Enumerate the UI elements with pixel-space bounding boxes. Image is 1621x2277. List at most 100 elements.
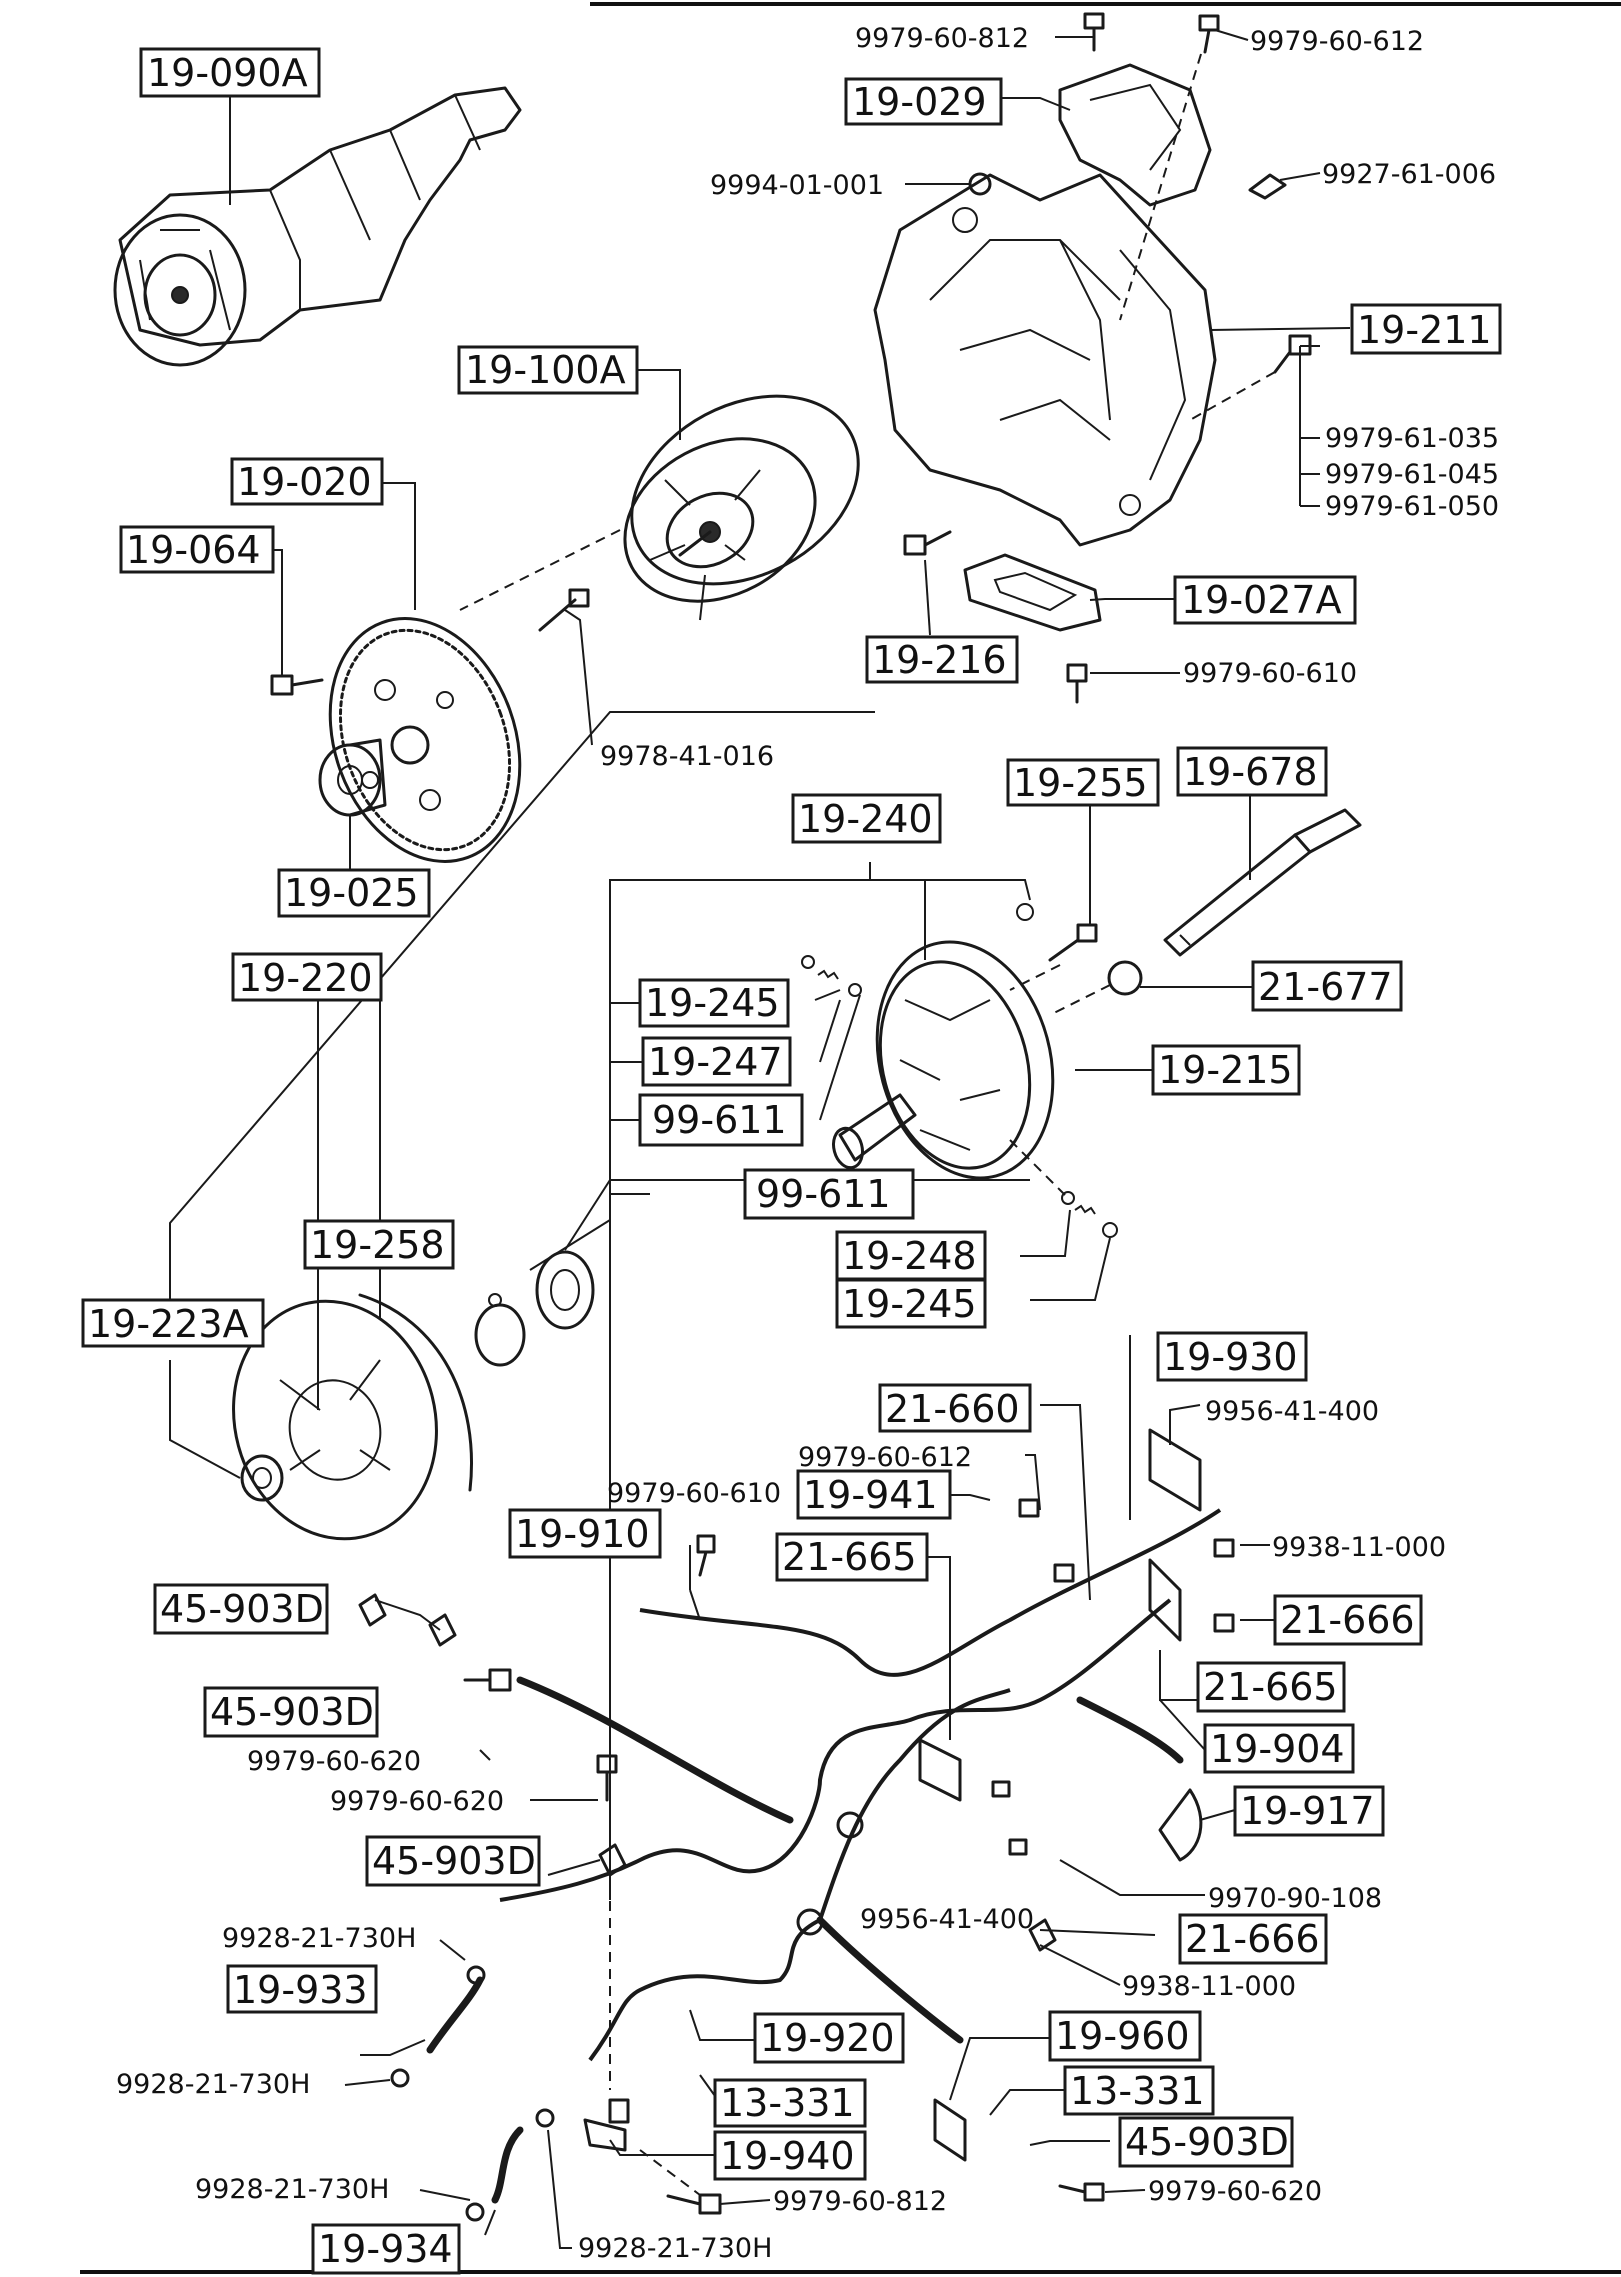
svg-text:19-223A: 19-223A bbox=[88, 1302, 249, 1346]
housing-bolt-drawing bbox=[1273, 334, 1312, 374]
ref-19-245-upper: 19-245 bbox=[638, 978, 790, 1028]
svg-text:19-258: 19-258 bbox=[310, 1223, 445, 1267]
svg-text:21-666: 21-666 bbox=[1280, 1598, 1415, 1642]
svg-text:19-255: 19-255 bbox=[1013, 761, 1148, 805]
svg-text:21-665: 21-665 bbox=[1203, 1665, 1338, 1709]
ref-19-090A: 19-090A bbox=[139, 47, 321, 98]
pn-9979-60-620-b: 9979-60-620 bbox=[330, 1786, 504, 1817]
ref-19-240: 19-240 bbox=[791, 793, 942, 844]
svg-text:19-930: 19-930 bbox=[1163, 1335, 1298, 1379]
svg-text:99-611: 99-611 bbox=[652, 1098, 787, 1142]
bolt-19-064-drawing bbox=[270, 674, 324, 696]
svg-text:19-960: 19-960 bbox=[1055, 2014, 1190, 2058]
pn-9970-90-108: 9970-90-108 bbox=[1208, 1883, 1382, 1914]
ref-19-020: 19-020 bbox=[230, 457, 384, 506]
svg-text:21-660: 21-660 bbox=[885, 1387, 1020, 1431]
ref-21-666-lower: 21-666 bbox=[1178, 1913, 1328, 1965]
cooler-lines-drawing bbox=[499, 1508, 1222, 2062]
pn-9979-60-612-mid: 9979-60-612 bbox=[798, 1442, 972, 1473]
ref-19-215: 19-215 bbox=[1151, 1044, 1301, 1096]
ref-19-917: 19-917 bbox=[1233, 1785, 1385, 1837]
ref-21-665-left: 21-665 bbox=[775, 1532, 929, 1582]
pn-9979-60-812-top: 9979-60-812 bbox=[855, 23, 1029, 54]
ref-19-678: 19-678 bbox=[1176, 746, 1328, 797]
pn-9979-60-612-top: 9979-60-612 bbox=[1250, 26, 1424, 57]
svg-text:19-245: 19-245 bbox=[645, 981, 780, 1025]
ref-19-940: 19-940 bbox=[713, 2130, 867, 2181]
top-bolts-drawing bbox=[1083, 12, 1220, 54]
ref-19-216: 19-216 bbox=[865, 635, 1019, 684]
svg-text:19-216: 19-216 bbox=[872, 638, 1007, 682]
svg-text:19-064: 19-064 bbox=[126, 528, 261, 572]
svg-text:19-920: 19-920 bbox=[760, 2016, 895, 2060]
bolt-9979-60-610-drawing bbox=[1066, 663, 1088, 704]
ref-45-903D-b: 45-903D bbox=[203, 1686, 379, 1738]
reference-labels: 19-090A 19-029 19-211 19-100A 19-020 19-… bbox=[81, 47, 1502, 2275]
svg-text:13-331: 13-331 bbox=[1070, 2069, 1205, 2113]
ref-19-211: 19-211 bbox=[1350, 303, 1502, 355]
svg-text:19-917: 19-917 bbox=[1240, 1789, 1375, 1833]
svg-text:99-611: 99-611 bbox=[756, 1172, 891, 1216]
pn-9928-21-730H-c: 9928-21-730H bbox=[195, 2174, 389, 2205]
pn-9979-60-620-a: 9979-60-620 bbox=[247, 1746, 421, 1777]
ref-45-903D-d: 45-903D bbox=[1118, 2116, 1294, 2168]
pump-body-19-220-drawing bbox=[232, 1293, 473, 1541]
svg-text:19-248: 19-248 bbox=[842, 1234, 977, 1278]
ref-19-025: 19-025 bbox=[277, 868, 431, 918]
pn-9938-11-000-right: 9938-11-000 bbox=[1272, 1532, 1446, 1563]
brackets-drawing bbox=[358, 1428, 1203, 2162]
ref-19-100A: 19-100A bbox=[457, 345, 639, 395]
svg-text:19-240: 19-240 bbox=[798, 797, 933, 841]
svg-text:19-029: 19-029 bbox=[852, 80, 987, 124]
cover-19-029-drawing bbox=[1058, 63, 1212, 207]
ref-19-247: 19-247 bbox=[641, 1036, 792, 1087]
ref-21-677: 21-677 bbox=[1251, 960, 1403, 1012]
svg-text:21-666: 21-666 bbox=[1185, 1917, 1320, 1961]
ref-99-611-upper: 99-611 bbox=[638, 1093, 804, 1147]
svg-text:19-020: 19-020 bbox=[237, 460, 372, 504]
svg-text:19-245: 19-245 bbox=[842, 1282, 977, 1326]
gasket-19-027A-drawing bbox=[963, 553, 1102, 632]
svg-text:21-665: 21-665 bbox=[782, 1535, 917, 1579]
svg-text:45-903D: 45-903D bbox=[1125, 2120, 1289, 2164]
ref-19-960: 19-960 bbox=[1048, 2010, 1202, 2062]
svg-text:19-904: 19-904 bbox=[1210, 1727, 1345, 1771]
ref-19-933: 19-933 bbox=[226, 1964, 378, 2014]
transmission-assembly-drawing bbox=[113, 86, 522, 367]
svg-text:19-090A: 19-090A bbox=[147, 51, 308, 95]
svg-text:45-903D: 45-903D bbox=[372, 1839, 536, 1883]
svg-text:19-941: 19-941 bbox=[803, 1473, 938, 1517]
ref-19-904: 19-904 bbox=[1203, 1723, 1355, 1774]
seal-19-223A-drawing bbox=[240, 1454, 284, 1502]
svg-text:19-100A: 19-100A bbox=[465, 348, 626, 392]
svg-text:19-678: 19-678 bbox=[1183, 750, 1318, 794]
pn-9979-61-050: 9979-61-050 bbox=[1325, 491, 1499, 522]
pn-9956-41-400-lower: 9956-41-400 bbox=[860, 1904, 1034, 1935]
snap-ring-21-677-drawing bbox=[1107, 960, 1143, 996]
pn-9927-61-006: 9927-61-006 bbox=[1322, 159, 1496, 190]
pump-small-parts-drawing bbox=[801, 903, 1118, 1238]
pn-9928-21-730H-d: 9928-21-730H bbox=[578, 2233, 772, 2264]
svg-text:19-940: 19-940 bbox=[720, 2134, 855, 2178]
svg-text:19-934: 19-934 bbox=[318, 2227, 453, 2271]
ref-19-248: 19-248 bbox=[835, 1230, 987, 1281]
pn-9956-41-400-right: 9956-41-400 bbox=[1205, 1396, 1379, 1427]
leader-lines bbox=[169, 29, 1351, 2249]
ref-19-255: 19-255 bbox=[1006, 758, 1160, 807]
pn-9979-61-045: 9979-61-045 bbox=[1325, 459, 1499, 490]
ref-19-258: 19-258 bbox=[303, 1219, 455, 1270]
svg-text:19-211: 19-211 bbox=[1357, 308, 1492, 352]
ref-19-910: 19-910 bbox=[508, 1508, 662, 1559]
svg-text:19-910: 19-910 bbox=[515, 1512, 650, 1556]
ref-19-027A: 19-027A bbox=[1173, 575, 1357, 625]
ref-19-930: 19-930 bbox=[1156, 1331, 1308, 1382]
svg-text:19-215: 19-215 bbox=[1158, 1048, 1293, 1092]
hose-19-934-drawing bbox=[465, 2108, 555, 2222]
svg-text:19-027A: 19-027A bbox=[1181, 578, 1342, 622]
svg-text:19-933: 19-933 bbox=[233, 1968, 368, 2012]
ref-45-903D-a: 45-903D bbox=[153, 1583, 329, 1635]
svg-text:19-247: 19-247 bbox=[648, 1040, 783, 1084]
svg-text:19-220: 19-220 bbox=[238, 956, 373, 1000]
pn-9979-60-620-c: 9979-60-620 bbox=[1148, 2176, 1322, 2207]
